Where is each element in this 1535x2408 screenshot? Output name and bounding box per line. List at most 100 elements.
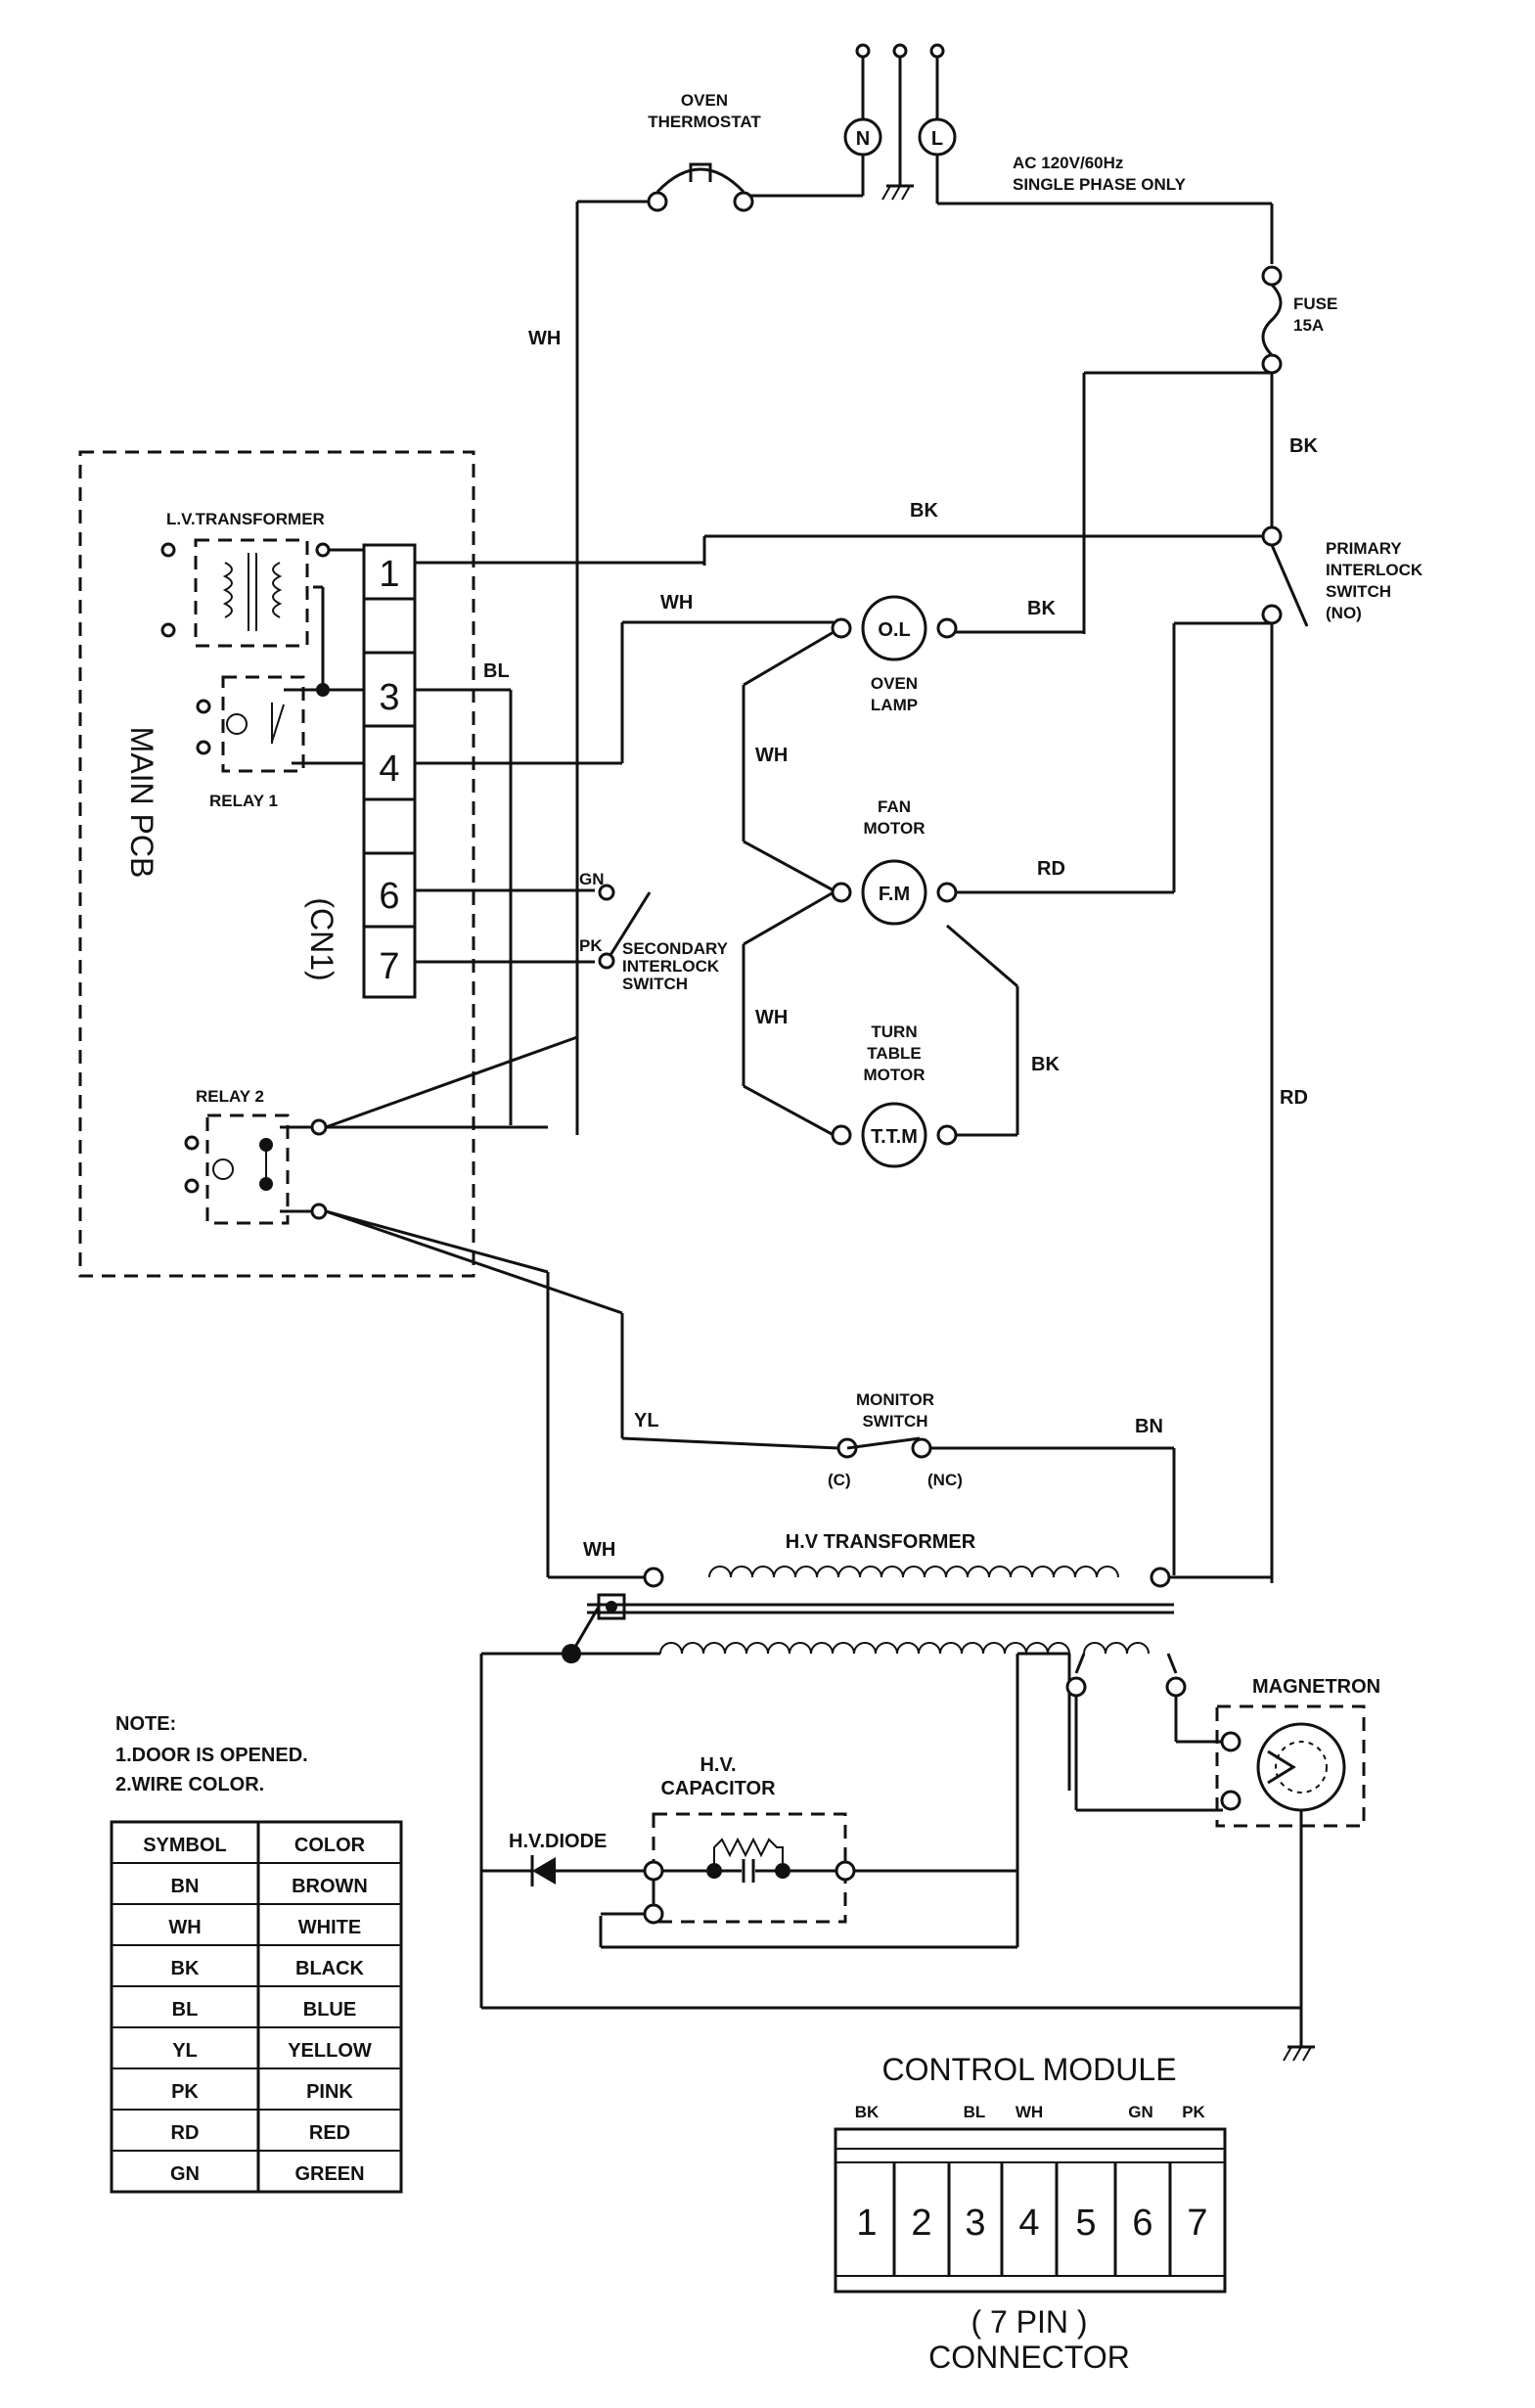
wire-label-wh-ttm: WH	[755, 1007, 788, 1028]
wire-label-wh-fan: WH	[755, 745, 788, 766]
connector-caption-1: ( 7 PIN )	[971, 2304, 1087, 2340]
note-line-1: 1.DOOR IS OPENED.	[115, 1745, 308, 1766]
table-cell: BK	[171, 1958, 200, 1979]
power-input: N L AC 120V/60Hz SINGLE PHASE ONLY	[843, 43, 1187, 201]
table-cell: GREEN	[294, 2163, 364, 2185]
table-header-color: COLOR	[294, 1835, 366, 1856]
fan-motor: FAN MOTOR F.M	[831, 797, 958, 926]
secondary-switch-label-1: SECONDARY	[622, 939, 729, 958]
hv-capacitor-label-1: H.V.	[700, 1754, 736, 1776]
wire-color-table: SYMBOL COLOR BN BROWN WH WHITE BK BLACK …	[110, 1820, 403, 2194]
monitor-switch-label-2: SWITCH	[862, 1412, 927, 1431]
hv-diode: H.V.DIODE	[509, 1831, 607, 1886]
cn1-pin-1: 1	[379, 554, 399, 595]
oven-thermostat-label-2: THERMOSTAT	[648, 113, 761, 131]
oven-thermostat: OVEN THERMOSTAT	[647, 91, 761, 212]
hv-capacitor: H.V. CAPACITOR	[643, 1754, 856, 1925]
control-module: CONTROL MODULE BK BL WH GN PK 1 2 3 4 5 …	[834, 2052, 1227, 2375]
table-cell: WHITE	[298, 1917, 361, 1938]
table-cell: BLUE	[303, 1999, 356, 2021]
wire-label-bl: BL	[483, 660, 510, 682]
fan-motor-label-2: MOTOR	[864, 819, 926, 838]
oven-lamp-label-1: OVEN	[871, 674, 918, 693]
table-cell: YL	[172, 2040, 198, 2062]
primary-interlock-switch: PRIMARY INTERLOCK SWITCH (NO)	[1261, 525, 1423, 627]
wire-label-yl: YL	[634, 1410, 659, 1431]
relay-1-label: RELAY 1	[209, 792, 278, 810]
table-header-symbol: SYMBOL	[143, 1835, 227, 1856]
wire-label-wh-thermostat: WH	[528, 328, 561, 349]
wire-label-bk-fuse: BK	[1289, 435, 1318, 457]
control-module-pin: 3	[965, 2203, 985, 2244]
control-module-pin: 7	[1187, 2203, 1207, 2244]
hv-capacitor-label-2: CAPACITOR	[660, 1778, 776, 1799]
wire-label-pk: PK	[579, 936, 603, 955]
table-cell: BN	[171, 1876, 200, 1897]
table-cell: RED	[309, 2122, 350, 2144]
power-spec-line2: SINGLE PHASE ONLY	[1013, 175, 1187, 194]
wire-label-bn: BN	[1135, 1416, 1163, 1437]
primary-switch-label-4: (NO)	[1326, 604, 1362, 622]
wire-label-rd-fan: RD	[1037, 858, 1065, 880]
power-spec-line1: AC 120V/60Hz	[1013, 154, 1123, 172]
magnetron: MAGNETRON	[1215, 1676, 1380, 1828]
neutral-label: N	[856, 128, 870, 150]
turntable-motor-label-1: TURN	[871, 1022, 917, 1041]
ground-icon	[881, 184, 914, 201]
cn1-pin-3: 3	[379, 677, 399, 718]
table-cell: PINK	[306, 2081, 353, 2103]
control-module-pin: 4	[1018, 2203, 1039, 2244]
wire-label-rd-magnetron: RD	[1280, 1087, 1308, 1109]
hv-diode-label: H.V.DIODE	[509, 1831, 607, 1852]
note-line-2: 2.WIRE COLOR.	[115, 1774, 264, 1795]
control-module-pin: 2	[911, 2203, 931, 2244]
cn1-connector: 1 3 4 6 7 (CN1)	[304, 543, 417, 999]
oven-lamp-symbol: O.L	[878, 619, 910, 641]
control-module-title: CONTROL MODULE	[881, 2052, 1176, 2087]
relay-1: RELAY 1	[196, 675, 305, 810]
control-module-wire-wh: WH	[1016, 2103, 1043, 2121]
table-cell: BL	[172, 1999, 199, 2021]
wire-label-bk-lamp: BK	[1027, 598, 1056, 619]
table-cell: BROWN	[292, 1876, 368, 1897]
primary-switch-label-3: SWITCH	[1326, 582, 1391, 601]
note-title: NOTE:	[115, 1713, 176, 1735]
relay-2-label: RELAY 2	[196, 1087, 264, 1106]
fuse-label: FUSE	[1293, 295, 1337, 313]
fan-motor-symbol: F.M	[879, 884, 910, 905]
cn1-pin-4: 4	[379, 749, 399, 790]
wire-label-gn: GN	[579, 870, 605, 888]
table-cell: YELLOW	[288, 2040, 372, 2062]
hv-transformer-label: H.V TRANSFORMER	[786, 1531, 976, 1553]
turntable-motor-label-3: MOTOR	[864, 1066, 926, 1084]
secondary-interlock-switch: SECONDARY INTERLOCK SWITCH	[609, 891, 729, 993]
note: NOTE: 1.DOOR IS OPENED. 2.WIRE COLOR.	[115, 1713, 308, 1795]
monitor-switch-c: (C)	[828, 1471, 851, 1489]
control-module-wire-gn: GN	[1128, 2103, 1153, 2121]
wire-label-wh-hvt: WH	[583, 1539, 615, 1561]
oven-thermostat-label-1: OVEN	[681, 91, 728, 110]
cn1-pin-6: 6	[379, 876, 399, 917]
table-cell: RD	[171, 2122, 200, 2144]
ground-icon-magnetron	[1283, 2045, 1315, 2062]
primary-switch-label-1: PRIMARY	[1326, 539, 1402, 558]
monitor-switch: MONITOR SWITCH (C) (NC)	[828, 1390, 963, 1489]
main-pcb-label: MAIN PCB	[124, 727, 159, 879]
control-module-wire-bl: BL	[964, 2103, 986, 2121]
cn1-pin-7: 7	[379, 946, 399, 987]
relay-2: RELAY 2	[184, 1087, 328, 1225]
control-module-pin: 6	[1132, 2203, 1152, 2244]
table-cell: WH	[168, 1917, 201, 1938]
oven-lamp: O.L OVEN LAMP	[831, 595, 958, 714]
monitor-switch-nc: (NC)	[927, 1471, 963, 1489]
oven-lamp-label-2: LAMP	[871, 696, 918, 714]
connector-caption-2: CONNECTOR	[928, 2340, 1130, 2375]
fuse: FUSE 15A	[1261, 265, 1337, 375]
line-label: L	[931, 128, 943, 150]
control-module-pin: 5	[1075, 2203, 1096, 2244]
table-cell: BLACK	[295, 1958, 365, 1979]
turntable-motor-icon	[861, 1102, 927, 1168]
wire-label-bk-ttm: BK	[1031, 1054, 1060, 1075]
monitor-switch-label-1: MONITOR	[856, 1390, 934, 1409]
table-cell: GN	[170, 2163, 200, 2185]
